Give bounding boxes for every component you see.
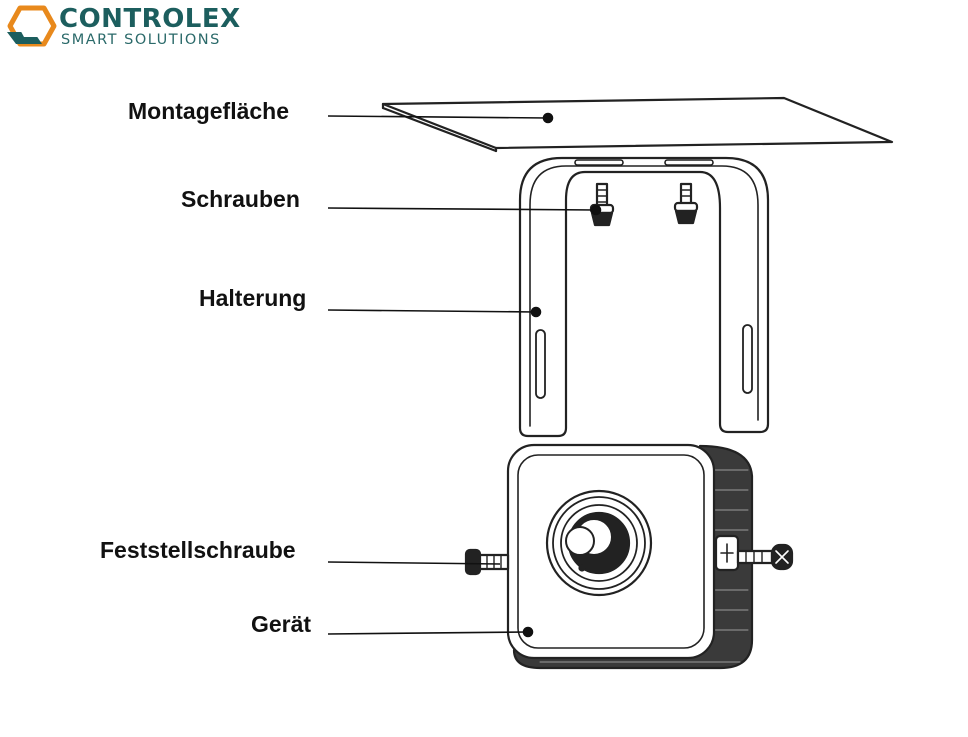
leader-bracket	[327, 309, 537, 313]
label-bracket: Halterung	[199, 285, 307, 311]
locking-screw-left	[464, 548, 510, 576]
screw-left	[589, 182, 615, 227]
label-mounting-surface: Montagefläche	[128, 98, 290, 124]
brand-name: CONTROLEX	[59, 4, 241, 34]
mounting-surface-plate	[381, 96, 894, 153]
leader-mounting-surface	[327, 115, 549, 119]
bracket-shape	[518, 156, 770, 438]
locking-screw-right	[736, 543, 794, 571]
brand-logo: CONTROLEX SMART SOLUTIONS	[4, 2, 244, 50]
leader-locking-screw	[327, 561, 501, 565]
leader-screws	[327, 207, 597, 211]
label-screws: Schrauben	[181, 186, 300, 212]
brand-tagline: SMART SOLUTIONS	[61, 32, 221, 48]
screw-right	[673, 182, 699, 225]
leader-device	[327, 631, 529, 635]
label-device: Gerät	[251, 611, 312, 637]
label-locking-screw: Feststellschraube	[100, 537, 296, 563]
device-body	[506, 443, 754, 670]
hexagon-logo-icon	[7, 5, 57, 47]
